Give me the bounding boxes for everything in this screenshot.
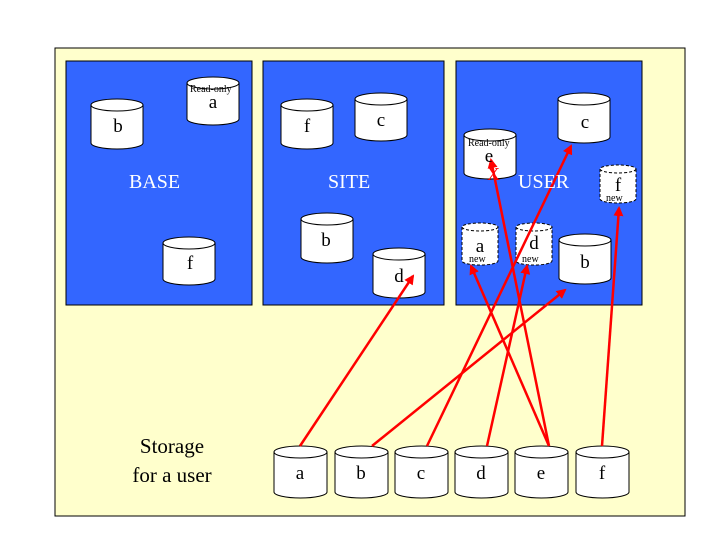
cylinder-base-b-label: b (113, 116, 123, 137)
cylinder-store-b-label: b (356, 463, 366, 484)
storage-label-line1: Storage (139, 434, 205, 458)
cylinder-base-b (90, 98, 144, 150)
cylinder-site-f-label: f (303, 116, 311, 137)
cylinder-store-a-label: a (295, 463, 305, 484)
cylinder-base-a-label: a (208, 92, 218, 113)
cylinder-user-e-label: e (484, 146, 494, 167)
arrow-store-d-to-user-d (485, 264, 531, 447)
cylinder-user-d-label: d (529, 233, 539, 254)
cylinder-site-f (280, 98, 334, 150)
storage-label: Storage for a user (110, 432, 234, 490)
cylinder-user-a-label: a (475, 236, 485, 257)
cylinder-base-f (162, 236, 216, 286)
cylinder-store-d-label: d (476, 463, 486, 484)
blocked-x-mark: X (487, 164, 500, 184)
cylinder-store-d (454, 445, 509, 499)
arrow-store-c-to-user-c (425, 144, 573, 447)
user-panel-label: USER (518, 171, 570, 193)
new-tag-user-d: new (522, 254, 539, 265)
read-only-tag-base-a: Read-only (190, 84, 232, 95)
cylinder-store-e-label: e (536, 463, 546, 484)
cylinder-user-f-label: f (614, 175, 622, 196)
arrow-store-f-to-user-f (600, 206, 624, 447)
cylinder-site-d-label: d (394, 266, 404, 287)
cylinder-site-c-label: c (376, 110, 386, 131)
cylinder-site-b-label: b (321, 230, 331, 251)
base-panel-label: BASE (129, 171, 181, 193)
cylinder-user-b (558, 233, 612, 285)
cylinder-store-b (334, 445, 389, 499)
cylinder-user-b-label: b (580, 252, 590, 273)
cylinder-store-c-label: c (416, 463, 426, 484)
arrow-store-b-to-user-b (371, 288, 567, 447)
cylinder-user-d (515, 222, 553, 266)
cylinder-base-f-label: f (186, 253, 194, 274)
arrow-store-a-to-site-d (298, 274, 415, 447)
cylinder-site-b (300, 212, 354, 264)
read-only-tag-user-e: Read-only (468, 138, 510, 149)
cylinder-site-c (354, 92, 408, 142)
cylinder-user-e (463, 128, 517, 180)
new-tag-user-f: new (606, 193, 623, 204)
cylinder-user-c (557, 92, 611, 144)
new-tag-user-a: new (469, 254, 486, 265)
cylinder-user-a (461, 222, 499, 266)
cylinder-store-e (514, 445, 569, 499)
storage-label-line2: for a user (132, 463, 212, 487)
site-panel-label: SITE (328, 171, 371, 193)
cylinder-store-c (394, 445, 449, 499)
cylinder-base-a (186, 76, 240, 126)
cylinder-user-f (599, 164, 637, 204)
cylinder-user-c-label: c (580, 112, 590, 133)
arrow-store-e-to-user-a (469, 264, 551, 447)
cylinder-store-f-label: f (598, 463, 606, 484)
arrow-store-e-to-user-e (487, 158, 551, 447)
cylinder-site-d (372, 247, 426, 299)
